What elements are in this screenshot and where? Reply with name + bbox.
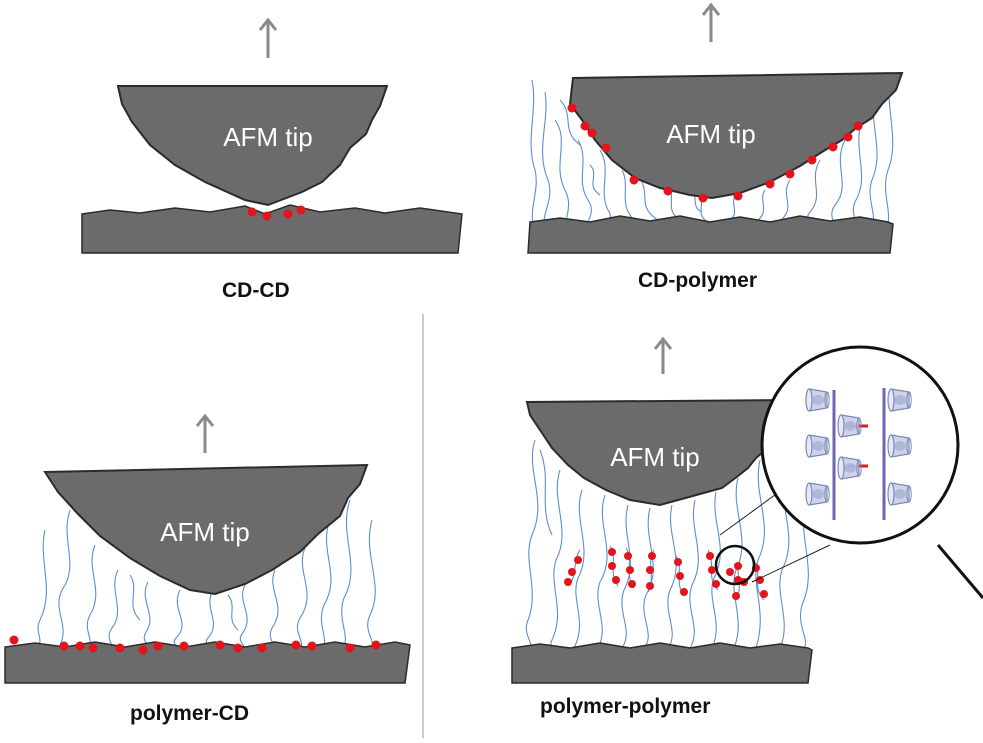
cd-dots bbox=[247, 205, 306, 221]
up-arrow-icon bbox=[701, 2, 721, 42]
tip-label: AFM tip bbox=[160, 517, 250, 547]
panel-polymer-polymer: AFM tip bbox=[511, 336, 983, 684]
magnifier-inset-icon bbox=[714, 345, 983, 599]
tip-label: AFM tip bbox=[610, 442, 700, 472]
panel-label-cd-polymer: CD-polymer bbox=[638, 269, 758, 292]
afm-tip bbox=[116, 85, 389, 207]
substrate bbox=[81, 204, 463, 254]
substrate bbox=[527, 215, 894, 254]
cyclodextrin-ring-icon bbox=[887, 434, 912, 458]
polymer-chains bbox=[37, 499, 376, 649]
substrate bbox=[511, 642, 813, 684]
panel-label-cd-cd: CD-CD bbox=[222, 279, 290, 302]
tip-label: AFM tip bbox=[223, 122, 313, 152]
cyclodextrin-ring-icon bbox=[837, 414, 862, 438]
cyclodextrin-ring-icon bbox=[837, 456, 862, 480]
cyclodextrin-ring-icon bbox=[805, 482, 830, 506]
panel-label-polymer-cd: polymer-CD bbox=[130, 702, 250, 725]
panel-polymer-cd: AFM tip bbox=[4, 413, 411, 684]
cyclodextrin-ring-icon bbox=[887, 482, 912, 506]
cyclodextrin-ring-icon bbox=[805, 388, 830, 412]
afm-tip bbox=[568, 71, 904, 200]
up-arrow-icon bbox=[258, 17, 278, 58]
polymer-chains bbox=[525, 439, 809, 651]
cyclodextrin-ring-icon bbox=[805, 434, 830, 458]
polymer-cd-chains bbox=[564, 545, 768, 601]
cd-dots bbox=[9, 635, 381, 655]
up-arrow-icon bbox=[653, 336, 673, 374]
cd-dots bbox=[567, 103, 863, 203]
afm-tip bbox=[43, 463, 369, 596]
tip-label: AFM tip bbox=[666, 119, 756, 149]
panel-label-polymer-polymer: polymer-polymer bbox=[540, 695, 711, 718]
up-arrow-icon bbox=[195, 413, 215, 453]
panel-cd-cd: AFM tip bbox=[81, 17, 463, 254]
panel-cd-polymer: AFM tip bbox=[527, 2, 904, 254]
cyclodextrin-ring-icon bbox=[887, 388, 912, 412]
